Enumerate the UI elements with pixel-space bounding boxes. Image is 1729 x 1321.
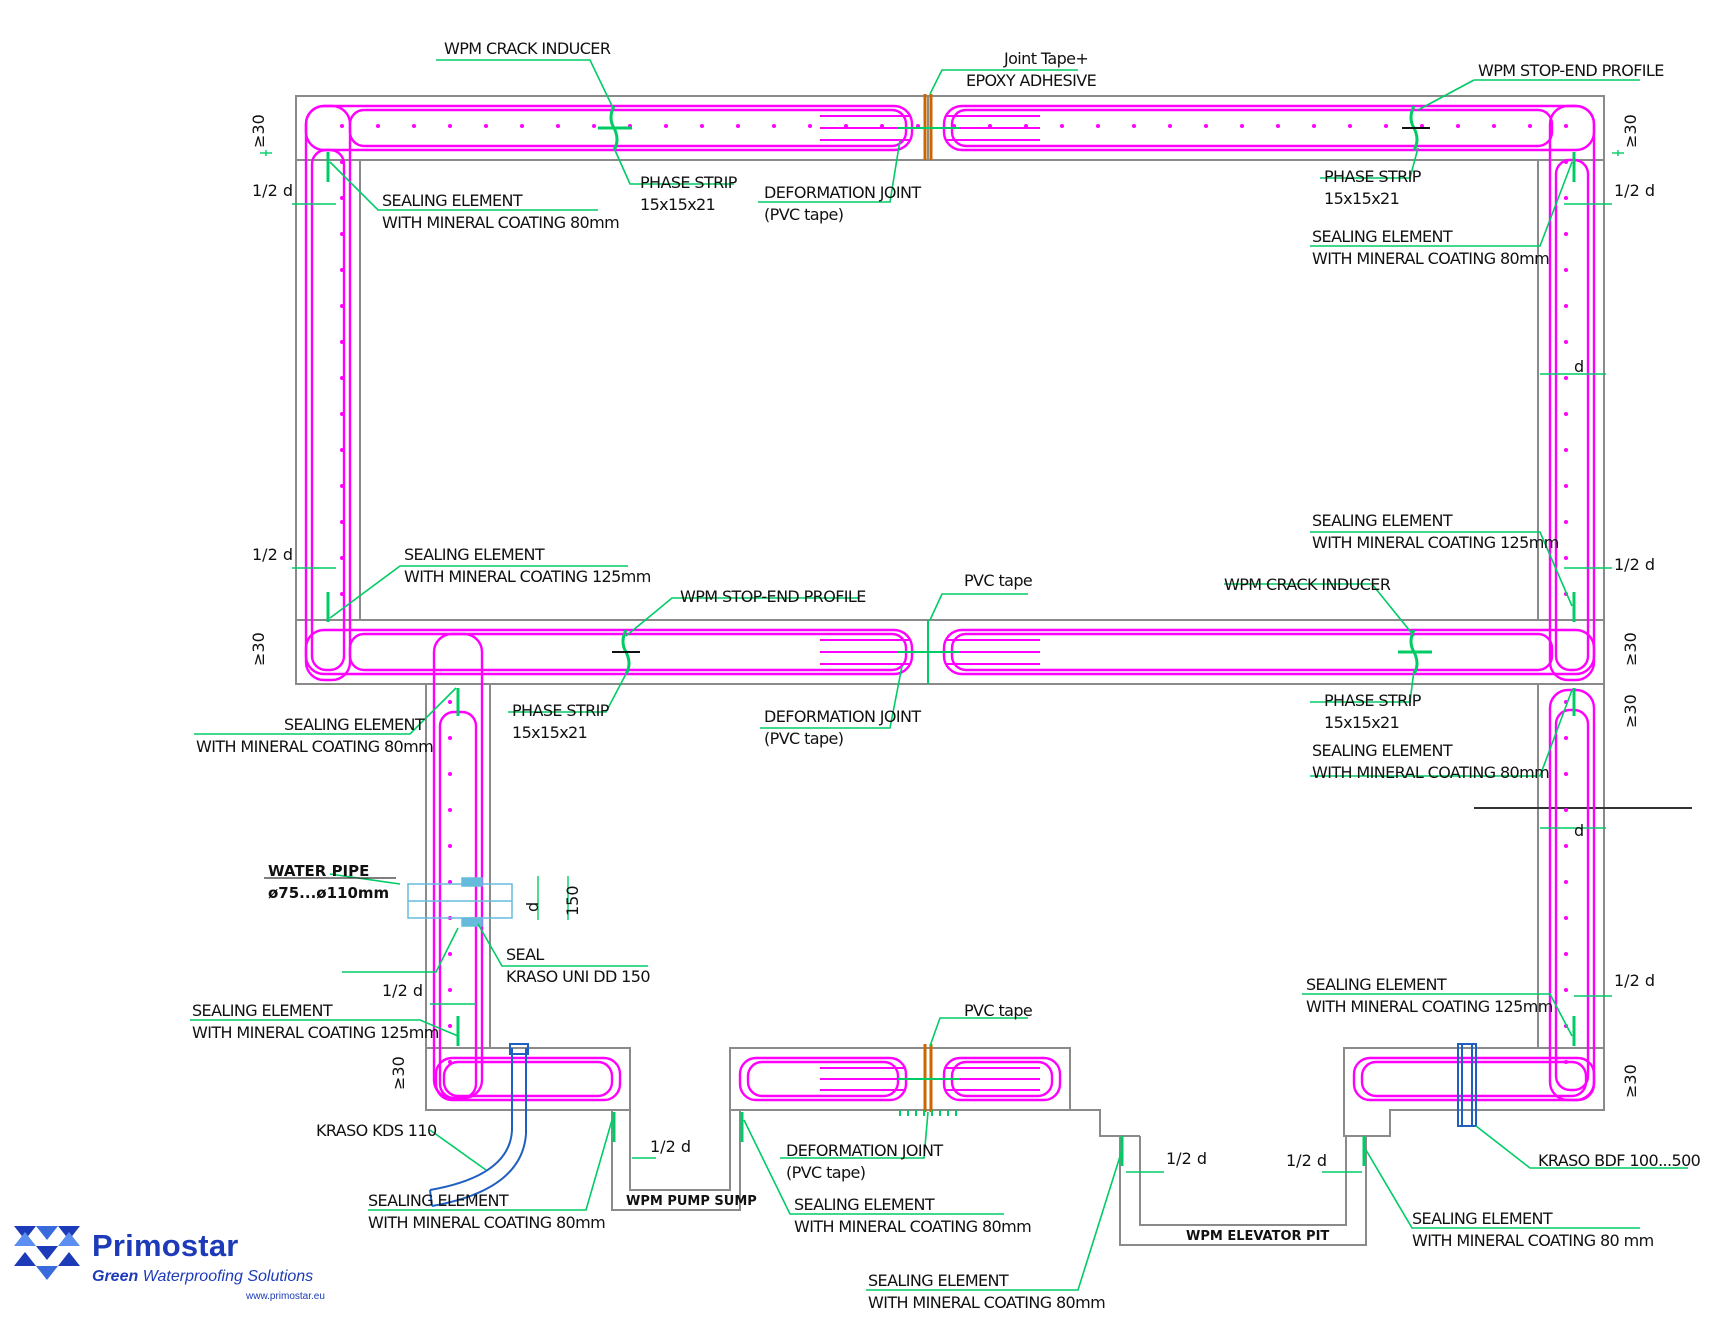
- dim-half-d-tr: 1/2 d: [1614, 181, 1655, 200]
- label-def-joint-bottom-1: DEFORMATION JOINT: [786, 1141, 943, 1160]
- dim-150: 150: [563, 885, 582, 916]
- label-seal-r125-2: WITH MINERAL COATING 125mm: [1306, 997, 1553, 1016]
- joint-tape-markers: [898, 127, 960, 1116]
- label-seal-tl-1: SEALING ELEMENT: [382, 191, 523, 210]
- label-seal-mr-1: SEALING ELEMENT: [1312, 511, 1453, 530]
- label-seal-b1-1: SEALING ELEMENT: [368, 1191, 509, 1210]
- label-seal-b3-1: SEALING ELEMENT: [1412, 1209, 1553, 1228]
- label-seal-b3-2: WITH MINERAL COATING 80 mm: [1412, 1231, 1654, 1250]
- label-seal-l125-2: WITH MINERAL COATING 125mm: [192, 1023, 439, 1042]
- label-seal-ml-2: WITH MINERAL COATING 125mm: [404, 567, 651, 586]
- label-elevator-pit: WPM ELEVATOR PIT: [1186, 1229, 1329, 1244]
- label-kraso-bdf: KRASO BDF 100...500: [1538, 1151, 1701, 1170]
- primostar-logo-mark-icon: [14, 1226, 80, 1280]
- label-def-joint-top-2: (PVC tape): [764, 205, 843, 224]
- label-def-joint-mid-2: (PVC tape): [764, 729, 843, 748]
- label-pvc-tape-mid: PVC tape: [964, 571, 1032, 590]
- dim-ge30-bl: ≥30: [389, 1056, 408, 1090]
- leader-lines: [190, 59, 1688, 1291]
- label-joint-tape-2: EPOXY ADHESIVE: [966, 71, 1097, 90]
- label-pvc-tape-bottom: PVC tape: [964, 1001, 1032, 1020]
- dim-ge30-mr: ≥30: [1621, 632, 1640, 666]
- label-phase-strip-mr-2: 15x15x21: [1324, 713, 1399, 732]
- label-wpm-crack-inducer-top: WPM CRACK INDUCER: [444, 39, 611, 58]
- dim-half-d-elev-r: 1/2 d: [1286, 1151, 1327, 1170]
- label-phase-strip-tl-2: 15x15x21: [640, 195, 715, 214]
- dim-half-d-ml: 1/2 d: [252, 545, 293, 564]
- label-seal-kraso-1: SEAL: [506, 945, 544, 964]
- concrete-outline: [295, 95, 1692, 1246]
- dim-half-d-elev-l: 1/2 d: [1166, 1149, 1207, 1168]
- dimension-marks: [260, 150, 1624, 1173]
- label-phase-strip-mr-1: PHASE STRIP: [1324, 691, 1422, 710]
- label-seal-tl-2: WITH MINERAL COATING 80mm: [382, 213, 619, 232]
- brand-url: www.primostar.eu: [246, 1291, 325, 1302]
- label-pump-sump: WPM PUMP SUMP: [626, 1194, 757, 1209]
- dim-ge30-mr2: ≥30: [1621, 694, 1640, 728]
- dim-d-lower: d: [1574, 821, 1584, 840]
- label-water-pipe-2: ø75...ø110mm: [268, 884, 389, 902]
- label-seal-b2-2: WITH MINERAL COATING 80mm: [794, 1217, 1031, 1236]
- label-seal-tr-2: WITH MINERAL COATING 80mm: [1312, 249, 1549, 268]
- dim-ge30-tr: ≥30: [1621, 114, 1640, 148]
- brand-tagline: Green Waterproofing Solutions: [92, 1268, 314, 1285]
- label-phase-strip-tl-1: PHASE STRIP: [640, 173, 738, 192]
- label-phase-strip-tr-1: PHASE STRIP: [1324, 167, 1422, 186]
- stop-end-ticks: [612, 127, 1430, 653]
- label-seal-r80-1: SEALING ELEMENT: [1312, 741, 1453, 760]
- label-wpm-stop-end-top: WPM STOP-END PROFILE: [1478, 61, 1664, 80]
- dim-d-upper: d: [1574, 357, 1584, 376]
- label-phase-strip-ml-2: 15x15x21: [512, 723, 587, 742]
- dim-half-d-tl: 1/2 d: [252, 181, 293, 200]
- label-seal-b4-2: WITH MINERAL COATING 80mm: [868, 1293, 1105, 1312]
- primostar-logo: Primostar Green Waterproofing Solutions …: [14, 1226, 394, 1316]
- label-seal-tr-1: SEALING ELEMENT: [1312, 227, 1453, 246]
- label-def-joint-bottom-2: (PVC tape): [786, 1163, 865, 1182]
- label-def-joint-top-1: DEFORMATION JOINT: [764, 183, 921, 202]
- label-seal-b2-1: SEALING ELEMENT: [794, 1195, 935, 1214]
- rebar-dots: [314, 110, 1592, 1090]
- label-joint-tape-1: Joint Tape+: [1003, 49, 1088, 68]
- label-seal-l80-1: SEALING ELEMENT: [284, 715, 425, 734]
- label-seal-b1-2: WITH MINERAL COATING 80mm: [368, 1213, 605, 1232]
- label-seal-r80-2: WITH MINERAL COATING 80mm: [1312, 763, 1549, 782]
- label-seal-mr-2: WITH MINERAL COATING 125mm: [1312, 533, 1559, 552]
- dim-d-pipe: d: [523, 902, 542, 912]
- dim-half-d-pump: 1/2 d: [650, 1137, 691, 1156]
- label-water-pipe-1: WATER PIPE: [268, 862, 369, 880]
- label-seal-l80-2: WITH MINERAL COATING 80mm: [196, 737, 433, 756]
- label-kraso-kds: KRASO KDS 110: [316, 1121, 437, 1140]
- label-seal-l125-1: SEALING ELEMENT: [192, 1001, 333, 1020]
- label-def-joint-mid-1: DEFORMATION JOINT: [764, 707, 921, 726]
- label-phase-strip-tr-2: 15x15x21: [1324, 189, 1399, 208]
- label-seal-ml-1: SEALING ELEMENT: [404, 545, 545, 564]
- dim-ge30-tl: ≥30: [249, 114, 268, 148]
- dim-half-d-r: 1/2 d: [1614, 971, 1655, 990]
- dim-ge30-ml: ≥30: [249, 632, 268, 666]
- label-wpm-crack-inducer-mid: WPM CRACK INDUCER: [1224, 575, 1391, 594]
- label-wpm-stop-end-mid: WPM STOP-END PROFILE: [680, 587, 866, 606]
- kraso-kds-pipe: [429, 1043, 1477, 1207]
- dim-half-d-mr: 1/2 d: [1614, 555, 1655, 574]
- dim-half-d-l: 1/2 d: [382, 981, 423, 1000]
- dim-ge30-br: ≥30: [1621, 1064, 1640, 1098]
- labels: WPM CRACK INDUCER Joint Tape+ EPOXY ADHE…: [192, 39, 1701, 1312]
- deformation-joints: [923, 94, 933, 1112]
- label-seal-r125-1: SEALING ELEMENT: [1306, 975, 1447, 994]
- label-seal-kraso-2: KRASO UNI DD 150: [506, 967, 650, 986]
- label-seal-b4-1: SEALING ELEMENT: [868, 1271, 1009, 1290]
- dimension-labels: ≥30 ≥30 ≥30 ≥30 ≥30 ≥30 ≥30 1/2 d 1/2 d …: [249, 114, 1655, 1170]
- brand-name: Primostar: [92, 1228, 239, 1263]
- water-pipe: [407, 877, 513, 927]
- label-phase-strip-ml-1: PHASE STRIP: [512, 701, 610, 720]
